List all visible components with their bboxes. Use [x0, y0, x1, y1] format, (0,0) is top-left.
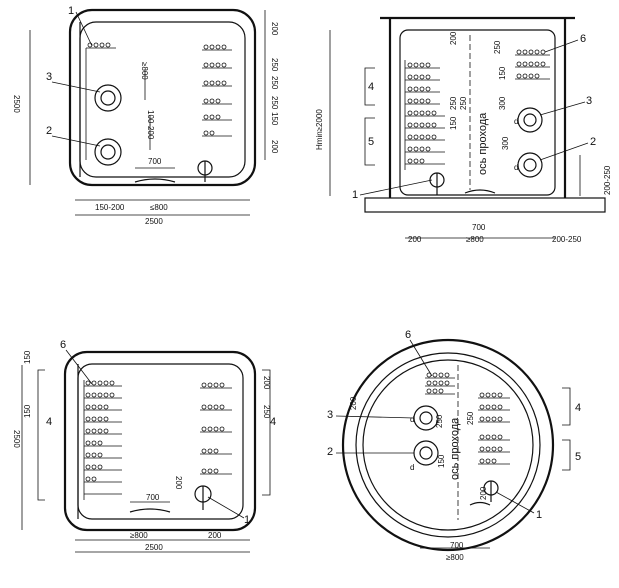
- tl-callout-2: 2: [46, 125, 52, 137]
- tr-dim-200: 200: [449, 31, 458, 45]
- tr-callout-2: 2: [590, 136, 596, 148]
- tl-dim-ge800: ≥800: [140, 62, 149, 80]
- tl-dim-100-200: 100-200: [146, 110, 155, 140]
- tr-dim-d1: d: [514, 117, 518, 126]
- bl-dim-200c: 200: [208, 531, 222, 540]
- tl-dim-200b: 200: [270, 140, 279, 154]
- br-callout-2: 2: [327, 446, 333, 458]
- tl-dim-le800: ≤800: [150, 203, 168, 212]
- tr-dim-700: 700: [472, 223, 486, 232]
- br-dim-ge800: ≥800: [446, 553, 464, 562]
- tl-overall-height: 2500: [12, 95, 21, 113]
- bl-group-4b: 4: [270, 416, 276, 428]
- tr-axis-label: ось прохода: [477, 112, 489, 175]
- tr-dim-250a: 250: [449, 96, 458, 110]
- tr-dim-150b: 150: [498, 66, 507, 80]
- tr-callout-1: 1: [352, 189, 358, 201]
- br-dim-d2: d: [410, 463, 414, 472]
- tr-callout-3: 3: [586, 95, 592, 107]
- tr-hmin: Hmin≥2000: [315, 109, 324, 150]
- tl-callout-3: 3: [46, 71, 52, 83]
- bl-dim-200b: 200: [174, 476, 183, 490]
- bl-dim-ge800: ≥800: [130, 531, 148, 540]
- br-dim-d1: d: [410, 415, 414, 424]
- br-callout-3: 3: [327, 409, 333, 421]
- br-dim-700: 700: [450, 541, 464, 550]
- bl-overall-width: 2500: [145, 543, 163, 552]
- tl-dim-250c: 250: [270, 96, 279, 110]
- tl-dim-150: 150: [270, 112, 279, 126]
- view-top-right: [329, 16, 606, 239]
- br-group-4: 4: [575, 402, 581, 414]
- view-bottom-left: [21, 350, 271, 553]
- tr-dim-250c: 250: [493, 40, 502, 54]
- tr-dim-ge800: ≥800: [466, 235, 484, 244]
- br-dim-200: 200: [349, 396, 358, 410]
- tl-dim-200a: 200: [270, 22, 279, 36]
- bl-callout-6: 6: [60, 339, 66, 351]
- tl-dim-700: 700: [148, 157, 162, 166]
- br-dim-150: 150: [437, 454, 446, 468]
- br-axis-label: ось прохода: [449, 417, 461, 480]
- tl-dim-250a: 250: [270, 58, 279, 72]
- br-dim-200b: 200: [479, 486, 488, 500]
- tr-callout-6: 6: [580, 33, 586, 45]
- br-callout-6: 6: [405, 329, 411, 341]
- tl-dim-250b: 250: [270, 76, 279, 90]
- bl-dim-700: 700: [146, 493, 160, 502]
- tr-group-4: 4: [368, 81, 374, 93]
- tr-dim-150a: 150: [449, 116, 458, 130]
- view-bottom-right: [341, 338, 571, 552]
- tr-dim-200-250a: 200-250: [603, 165, 612, 195]
- br-group-5: 5: [575, 451, 581, 463]
- tr-dim-300a: 300: [498, 96, 507, 110]
- bl-callout-1: 1: [244, 514, 250, 526]
- bl-group-4a: 4: [46, 416, 52, 428]
- tl-overall-width: 2500: [145, 217, 163, 226]
- tr-dim-d2: d: [514, 163, 518, 172]
- bl-dim-250: 250: [262, 405, 271, 419]
- br-dim-250b: 250: [466, 411, 475, 425]
- tr-group-5: 5: [368, 136, 374, 148]
- bl-dim-200a: 200: [262, 376, 271, 390]
- tr-dim-200: 200: [408, 235, 422, 244]
- tl-callout-1: 1: [68, 5, 74, 17]
- br-dim-250a: 250: [435, 414, 444, 428]
- br-callout-1: 1: [536, 509, 542, 521]
- tr-dim-300b: 300: [501, 136, 510, 150]
- tr-dim-200-250b: 200-250: [552, 235, 582, 244]
- bl-overall-height: 2500: [12, 430, 21, 448]
- tr-dim-250b: 250: [459, 96, 468, 110]
- tl-dim-150-200: 150-200: [95, 203, 125, 212]
- bl-dim-150b: 150: [23, 404, 32, 418]
- view-top-left: [29, 8, 266, 216]
- bl-dim-150a: 150: [23, 350, 32, 364]
